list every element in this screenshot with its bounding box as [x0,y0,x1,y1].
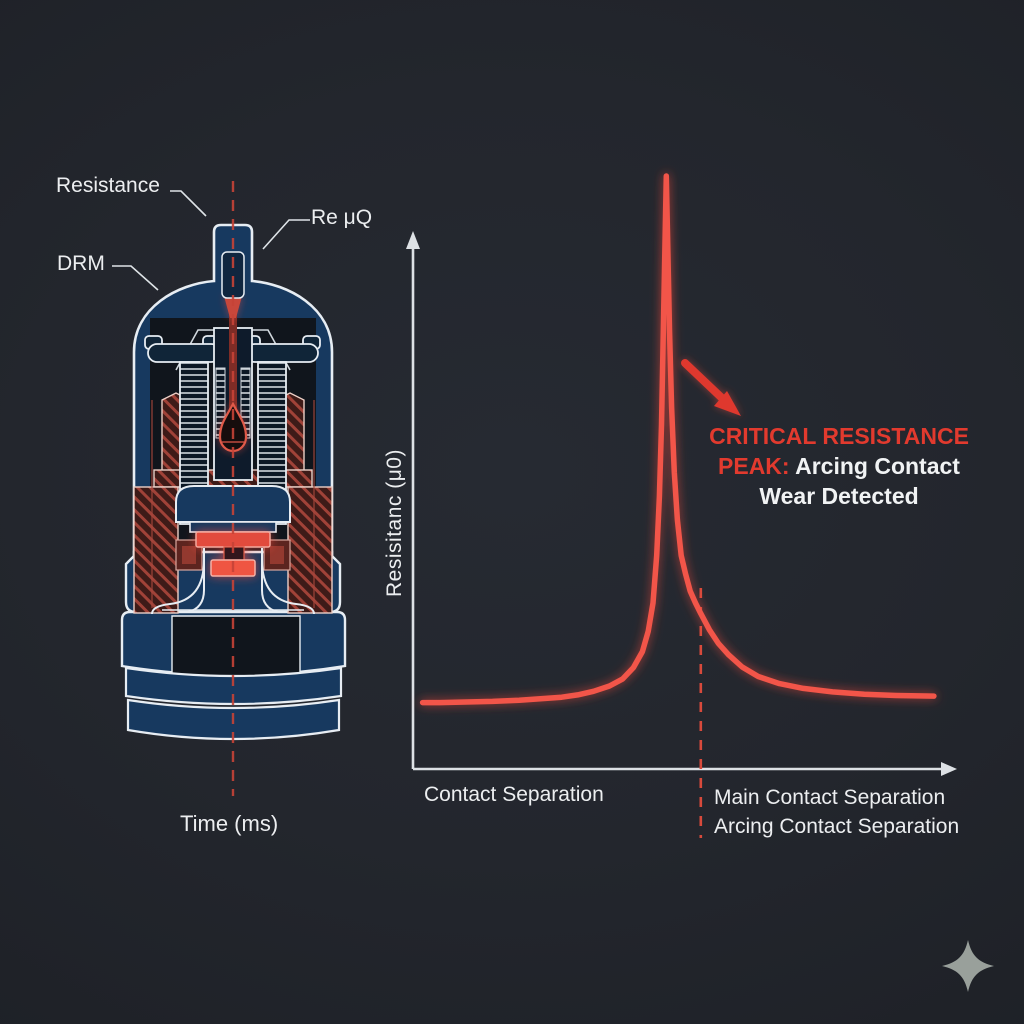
annotation-peak-word: PEAK: [718,453,790,479]
leader-lines [112,190,310,291]
critical-peak-annotation: CRITICAL RESISTANCE PEAK: Arcing Contact… [698,421,980,511]
arcing-contact-separation-label: Arcing Contact Separation [714,815,960,838]
annotation-line1: CRITICAL RESISTANCE [709,423,969,449]
base-cavity [171,615,301,681]
x-axis-label-left: Contact Separation [424,783,604,806]
annotation-line3: Wear Detected [759,483,919,509]
y-axis-label: Resisitanc (μ0) [383,449,406,597]
resistance-curve [419,173,937,706]
main-contact-separation-label: Main Contact Separation [714,786,946,809]
annotation-line2: Arcing Contact [789,453,960,479]
resistance-chart [406,173,957,838]
breaker-cross-section [112,181,347,796]
chart-axes [406,231,957,776]
time-axis-label: Time (ms) [180,811,279,836]
sparkle-star-icon [942,940,994,992]
drm-label: DRM [57,252,105,275]
x-axis-label-right: Main Contact Separation Arcing Contact S… [714,783,984,841]
peak-arrow [681,359,741,416]
re-microohm-label: Re μQ [311,206,373,229]
resistance-label: Resistance [56,174,160,197]
